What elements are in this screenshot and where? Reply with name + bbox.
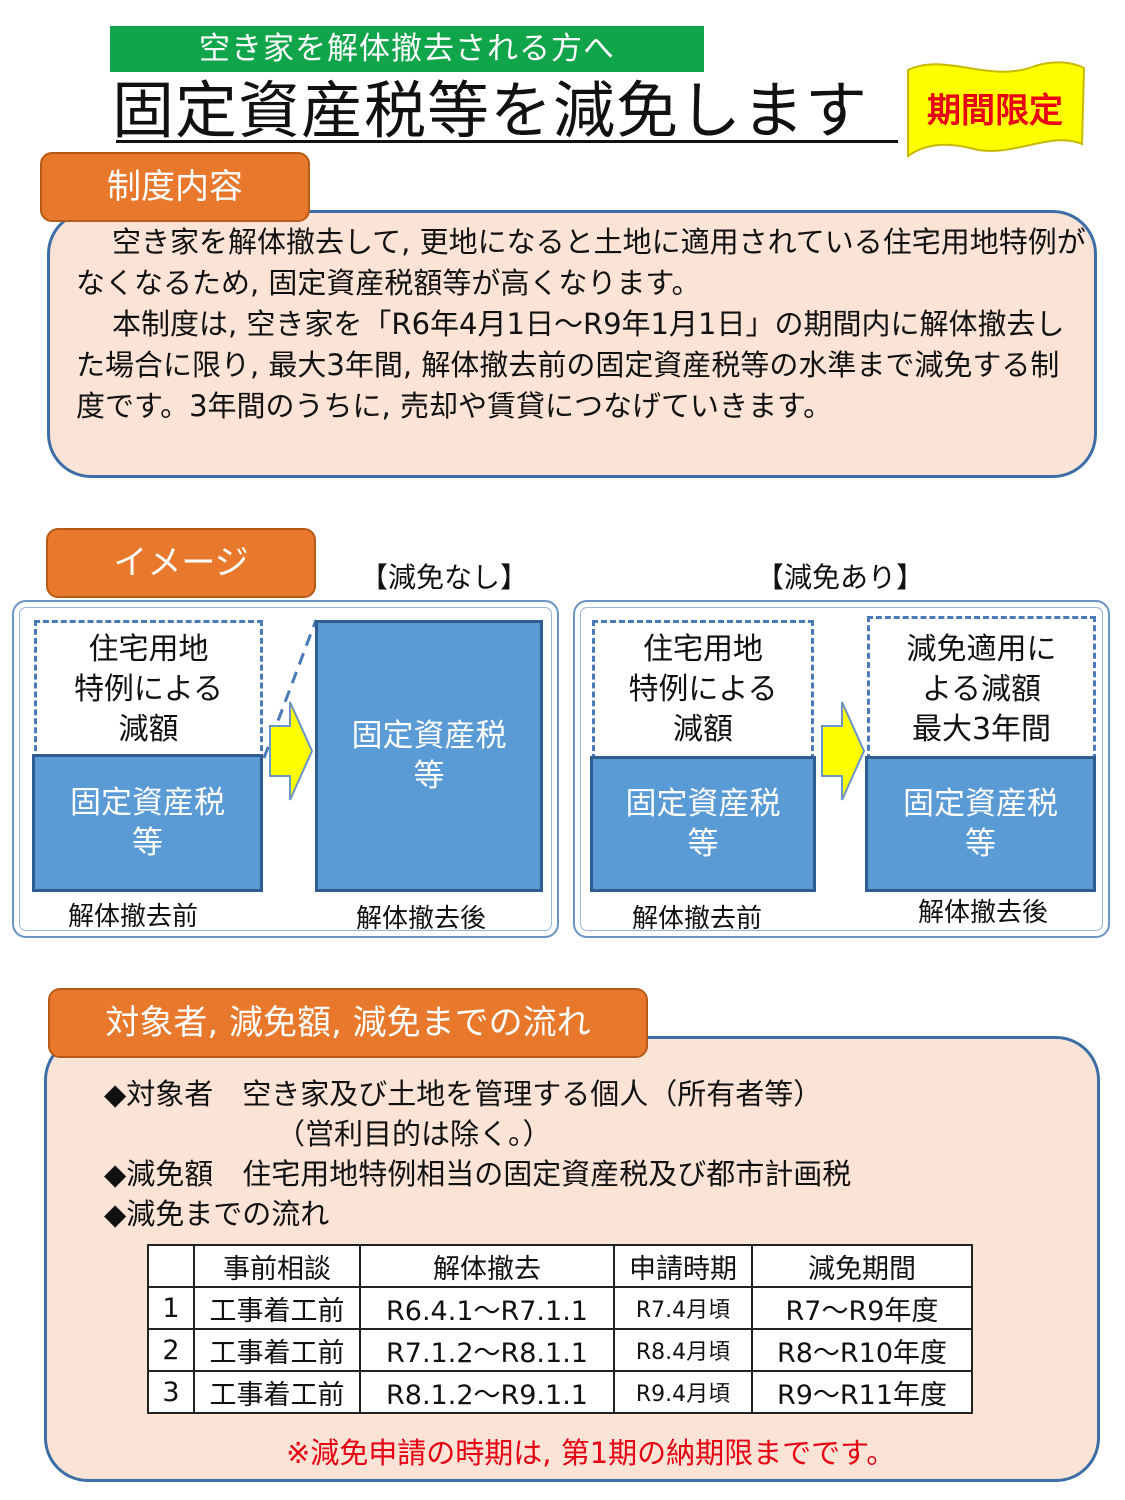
flow-table-wrapper: 事前相談 解体撤去 申請時期 減免期間 1 工事着工前 R6.4.1～R7.1.… xyxy=(147,1244,973,1414)
table-cell: R6.4.1～R7.1.1 xyxy=(359,1286,615,1330)
limited-time-ribbon-icon xyxy=(907,61,1086,158)
arrow-right-icon xyxy=(269,701,314,801)
table-row: 1 工事着工前 R6.4.1～R7.1.1 R7.4月頃 R7～R9年度 xyxy=(147,1286,973,1330)
section-tab-system-content: 制度内容 xyxy=(40,152,310,222)
table-header-cell: 申請時期 xyxy=(613,1244,753,1288)
before-demolition-caption: 解体撤去前 xyxy=(68,902,199,932)
page-title: 固定資産税等を減免します xyxy=(112,74,869,147)
property-tax-after-box: 固定資産税 等 xyxy=(315,620,543,892)
section-tab-eligibility: 対象者, 減免額, 減免までの流れ xyxy=(48,988,648,1058)
table-cell: 工事着工前 xyxy=(193,1328,361,1372)
table-header-cell: 解体撤去 xyxy=(359,1244,615,1288)
table-row: 3 工事着工前 R8.1.2～R9.1.1 R9.4月頃 R9～R11年度 xyxy=(147,1370,973,1414)
system-description: 空き家を解体撤去して, 更地になると土地に適用されている住宅用地特例がなくなるた… xyxy=(76,222,1086,427)
property-tax-before-box: 固定資産税 等 xyxy=(590,756,816,892)
table-header-row: 事前相談 解体撤去 申請時期 減免期間 xyxy=(147,1244,973,1288)
application-deadline-note: ※減免申請の時期は, 第1期の納期限までです。 xyxy=(286,1436,896,1470)
flow-table: 事前相談 解体撤去 申請時期 減免期間 1 工事着工前 R6.4.1～R7.1.… xyxy=(147,1244,973,1414)
table-cell: R9～R11年度 xyxy=(751,1370,973,1414)
description-paragraph-1: 空き家を解体撤去して, 更地になると土地に適用されている住宅用地特例がなくなるた… xyxy=(76,225,1086,300)
table-header-cell: 事前相談 xyxy=(193,1244,361,1288)
table-cell: 工事着工前 xyxy=(193,1286,361,1330)
reduction-applied-label: 減免適用に よる減額 最大3年間 xyxy=(906,632,1057,747)
no-reduction-heading: 【減免なし】 xyxy=(360,561,529,594)
table-cell: R8.1.2～R9.1.1 xyxy=(359,1370,615,1414)
description-paragraph-2: 本制度は, 空き家を「R6年4月1日～R9年1月1日」の期間内に解体撤去した場合… xyxy=(76,307,1065,423)
arrow-right-icon xyxy=(821,701,866,801)
after-demolition-caption: 解体撤去後 xyxy=(356,904,487,934)
land-special-reduction-label: 住宅用地 特例による 減額 xyxy=(628,632,778,747)
before-demolition-caption: 解体撤去前 xyxy=(632,904,763,934)
target-person-line: ◆対象者 空き家及び土地を管理する個人（所有者等） xyxy=(104,1077,823,1111)
limited-time-badge: 期間限定 xyxy=(927,91,1063,131)
table-cell: R7.4月頃 xyxy=(613,1286,753,1330)
table-cell: R7～R9年度 xyxy=(751,1286,973,1330)
land-special-reduction-label: 住宅用地 特例による 減額 xyxy=(73,632,224,747)
table-header-cell: 減免期間 xyxy=(751,1244,973,1288)
property-tax-after-box: 固定資産税 等 xyxy=(865,756,1096,892)
after-demolition-caption: 解体撤去後 xyxy=(918,898,1049,928)
table-cell: R8.4月頃 xyxy=(613,1328,753,1372)
table-cell: 工事着工前 xyxy=(193,1370,361,1414)
system-content-panel xyxy=(47,210,1097,478)
subtitle-banner: 空き家を解体撤去される方へ xyxy=(110,26,704,72)
table-cell: R9.4月頃 xyxy=(613,1370,753,1414)
with-reduction-heading: 【減免あり】 xyxy=(756,561,925,594)
flow-heading: ◆減免までの流れ xyxy=(104,1197,330,1231)
table-cell: 2 xyxy=(147,1328,195,1372)
section-tab-image: イメージ xyxy=(46,528,316,598)
table-cell: R8～R10年度 xyxy=(751,1328,973,1372)
table-row: 2 工事着工前 R7.1.2～R8.1.1 R8.4月頃 R8～R10年度 xyxy=(147,1328,973,1372)
title-underline xyxy=(116,140,898,143)
table-header-cell xyxy=(147,1244,195,1288)
table-cell: 1 xyxy=(147,1286,195,1330)
target-person-note: （営利目的は除く。） xyxy=(276,1117,552,1151)
table-cell: 3 xyxy=(147,1370,195,1414)
property-tax-before-box: 固定資産税 等 xyxy=(32,754,263,892)
table-cell: R7.1.2～R8.1.1 xyxy=(359,1328,615,1372)
land-special-reduction-box xyxy=(34,620,263,760)
reduction-amount-line: ◆減免額 住宅用地特例相当の固定資産税及び都市計画税 xyxy=(104,1157,852,1191)
